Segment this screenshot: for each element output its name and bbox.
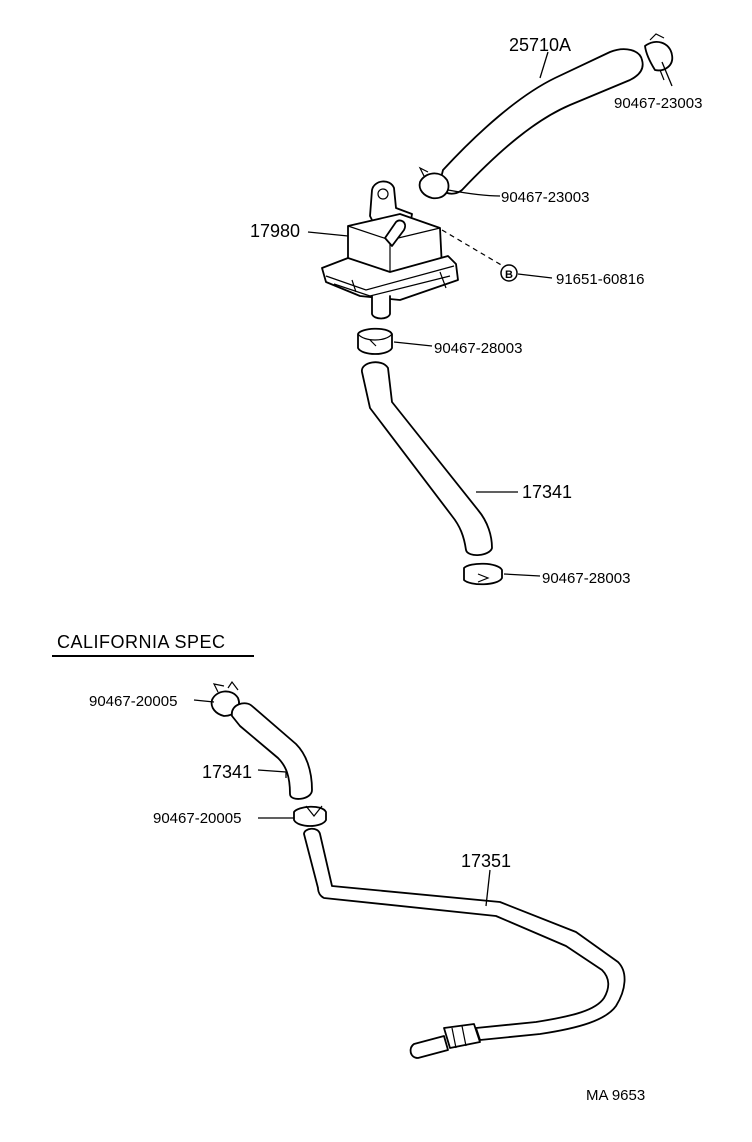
bolt-symbol-letter: B bbox=[505, 269, 513, 281]
clamp-mid-lower bbox=[463, 562, 503, 586]
vsv-valve-17980 bbox=[321, 180, 459, 320]
hose-17341-ca bbox=[231, 702, 313, 800]
label-clamp-mid-upper: 90467-28003 bbox=[434, 340, 522, 357]
label-hose-25710a: 25710A bbox=[509, 35, 571, 55]
label-valve-17980: 17980 bbox=[250, 221, 300, 241]
leader-pipe-17351 bbox=[485, 869, 491, 907]
hose-17341-mid bbox=[361, 361, 493, 556]
drawing-code: MA 9653 bbox=[586, 1087, 645, 1104]
clamp-top-lower bbox=[418, 166, 450, 200]
leader-clamp-mid-upper bbox=[393, 341, 433, 347]
leader-clamp-top-right bbox=[661, 61, 673, 87]
label-clamp-ca-lower: 90467-20005 bbox=[153, 810, 241, 827]
leader-clamp-ca-upper bbox=[193, 699, 215, 703]
section-title-california: CALIFORNIA SPEC bbox=[57, 632, 226, 652]
label-pipe-17351: 17351 bbox=[461, 851, 511, 871]
label-clamp-mid-lower: 90467-28003 bbox=[542, 570, 630, 587]
leader-17980 bbox=[307, 231, 349, 237]
leader-clamp-mid-lower bbox=[503, 573, 541, 577]
label-clamp-top-right: 90467-23003 bbox=[614, 95, 702, 112]
pipe-end-fitting bbox=[409, 1023, 481, 1059]
leader-clamp-top-lower bbox=[447, 189, 501, 197]
label-hose-17341-mid: 17341 bbox=[522, 482, 572, 502]
label-clamp-ca-upper: 90467-20005 bbox=[89, 693, 177, 710]
bolt-leader-dashed bbox=[441, 229, 504, 267]
hose-25710a bbox=[439, 48, 644, 195]
leader-hose-ca bbox=[257, 769, 287, 778]
leader-bolt bbox=[517, 273, 553, 279]
clamp-ca-lower bbox=[293, 805, 327, 827]
clamp-mid-upper bbox=[357, 327, 393, 355]
clamp-top-right bbox=[644, 33, 674, 81]
label-hose-17341-ca: 17341 bbox=[202, 762, 252, 782]
leader-25710a bbox=[539, 51, 549, 79]
bolt-symbol: B bbox=[500, 264, 518, 282]
label-clamp-top-lower: 90467-23003 bbox=[501, 189, 589, 206]
label-bolt: 91651-60816 bbox=[556, 271, 644, 288]
